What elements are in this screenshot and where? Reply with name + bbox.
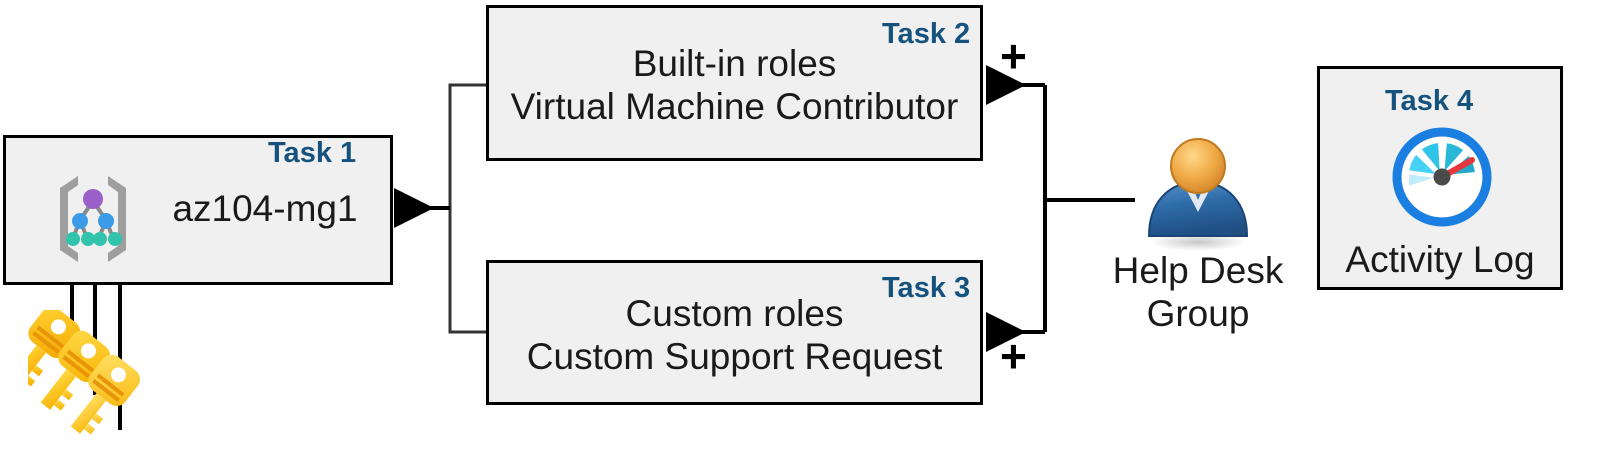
mg-mid-node-right	[98, 213, 114, 229]
task1-label: Task 1	[268, 137, 357, 169]
person-shadow	[1150, 233, 1246, 251]
keys-icon	[28, 310, 140, 435]
task3-text-line1: Custom roles	[625, 293, 844, 334]
mg-leaf-node-4	[108, 232, 122, 246]
plus-operator-top: +	[1000, 30, 1027, 82]
task2-text-line2: Virtual Machine Contributor	[510, 86, 959, 127]
person-head	[1170, 138, 1226, 194]
actor-caption-line1: Help Desk	[1112, 250, 1284, 291]
gauge-outer-ring	[1392, 127, 1492, 227]
gauge-hub	[1433, 168, 1451, 186]
task3-text-line2: Custom Support Request	[526, 336, 943, 377]
management-group-icon	[60, 176, 126, 262]
user-group-icon	[1147, 138, 1249, 251]
task1-text-line1: az104-mg1	[172, 188, 358, 229]
mg-leaf-node-2	[81, 232, 95, 246]
mg-mid-node-left	[72, 213, 88, 229]
task2-label: Task 2	[882, 18, 971, 50]
actor-caption-line2: Group	[1146, 293, 1250, 334]
mg-leaf-node-1	[66, 232, 80, 246]
key-3	[70, 354, 140, 435]
mg-leaf-node-3	[93, 232, 107, 246]
mg-root-node	[83, 189, 103, 209]
mg-bracket-left	[60, 176, 78, 262]
task3-box[interactable]	[486, 260, 983, 405]
task1-box[interactable]	[3, 135, 393, 285]
plus-operator-bottom: +	[1000, 330, 1027, 382]
activity-log-gauge-icon	[1392, 127, 1492, 227]
task2-text-line1: Built-in roles	[632, 43, 837, 84]
task2-box[interactable]	[486, 5, 983, 161]
task4-text-line1: Activity Log	[1345, 239, 1535, 280]
task4-label: Task 4	[1385, 85, 1474, 117]
task3-label: Task 3	[882, 272, 971, 304]
